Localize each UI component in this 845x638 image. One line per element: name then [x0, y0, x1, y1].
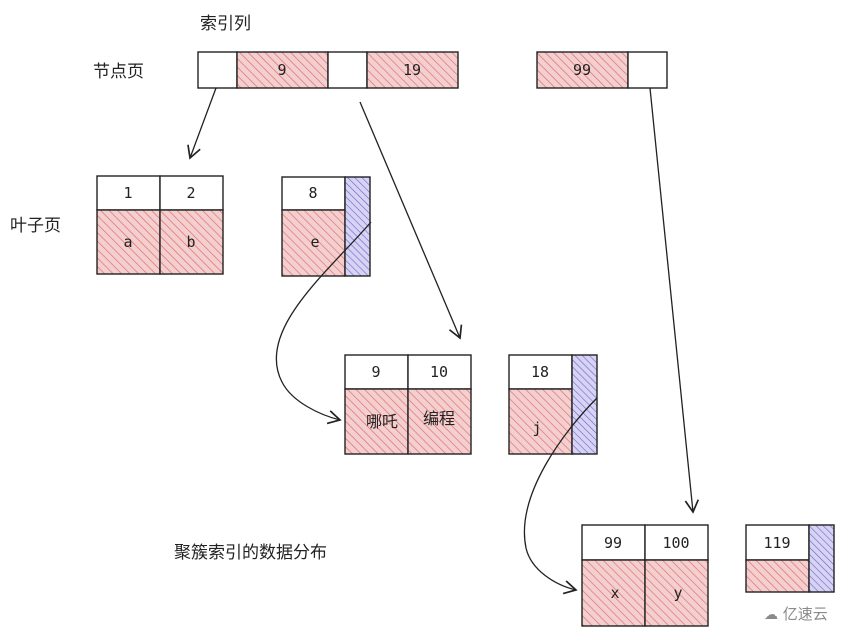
node-key-cell	[236, 51, 329, 89]
leaf-key-100: 100	[662, 534, 689, 552]
leaf-row-cell	[508, 388, 573, 455]
leaf-row-nezha: 哪吒	[366, 412, 398, 431]
arrow-node-to-leaf-1	[187, 87, 217, 160]
node-pointer-cell	[327, 51, 368, 89]
watermark: ☁ 亿速云	[764, 603, 828, 624]
leaf-next-pointer	[808, 524, 835, 593]
leaf-row-x: x	[610, 584, 619, 602]
leaf-key-cell	[581, 524, 646, 561]
leaf-page: 99 100 x y	[581, 524, 709, 627]
leaf-page: 8 e	[281, 176, 371, 277]
diagram-caption: 聚簇索引的数据分布	[174, 543, 327, 563]
leaf-row-e: e	[310, 233, 319, 251]
leaf-key-9: 9	[371, 363, 380, 381]
leaf-page: 18 j	[508, 354, 598, 455]
leaf-row-b: b	[186, 233, 195, 251]
leaf-row-cell	[644, 559, 709, 627]
leaf-row-cell	[581, 559, 646, 627]
leaf-row-cell	[407, 388, 472, 455]
leaf-row-cell	[344, 388, 409, 455]
arrow-node-to-leaf-3	[359, 101, 463, 340]
leaf-row-cell	[159, 209, 224, 275]
leaf-row-biancheng: 编程	[423, 409, 455, 428]
node-page-label: 节点页	[93, 62, 144, 82]
leaf-key-cell	[407, 354, 472, 390]
arrow-node-to-leaf-5	[649, 87, 700, 514]
leaf-key-8: 8	[308, 184, 317, 202]
leaf-row-cell	[745, 559, 810, 593]
leaf-key-1: 1	[123, 184, 132, 202]
leaf-row-cell	[96, 209, 161, 275]
leaf-key-cell	[281, 176, 346, 211]
cloud-logo-icon: ☁	[764, 607, 778, 623]
leaf-key-18: 18	[531, 363, 549, 381]
node-key-cell	[366, 51, 459, 89]
leaf-key-2: 2	[186, 184, 195, 202]
node-pointer-cell	[197, 51, 238, 89]
node-key-cell	[536, 51, 629, 89]
leaf-row-cell	[281, 209, 346, 277]
leaf-page: 119	[745, 524, 835, 593]
leaf-row-y: y	[673, 584, 682, 602]
node-pointer-cell	[627, 51, 668, 89]
leaf-page: 1 2 a b	[96, 175, 224, 275]
leaf-key-cell	[745, 524, 810, 561]
leaf-page: 9 10 哪吒 编程	[344, 354, 472, 455]
leaf-row-a: a	[123, 233, 132, 251]
leaf-key-99: 99	[604, 534, 622, 552]
leaf-key-10: 10	[430, 363, 448, 381]
leaf-page-label: 叶子页	[10, 216, 61, 236]
watermark-text: 亿速云	[782, 605, 828, 623]
node-key-19: 19	[403, 61, 421, 79]
node-page: 9 19 99	[197, 51, 668, 89]
index-column-label: 索引列	[200, 14, 251, 34]
leaf-key-119: 119	[763, 534, 790, 552]
leaf-row-j: j	[532, 419, 541, 437]
arrow-leaf-2-to-leaf-3	[275, 221, 372, 425]
node-key-99: 99	[573, 61, 591, 79]
leaf-next-pointer	[571, 354, 598, 455]
leaf-next-pointer	[344, 176, 371, 277]
leaf-key-cell	[644, 524, 709, 561]
arrow-leaf-4-to-leaf-5	[523, 397, 598, 595]
node-key-9: 9	[277, 61, 286, 79]
